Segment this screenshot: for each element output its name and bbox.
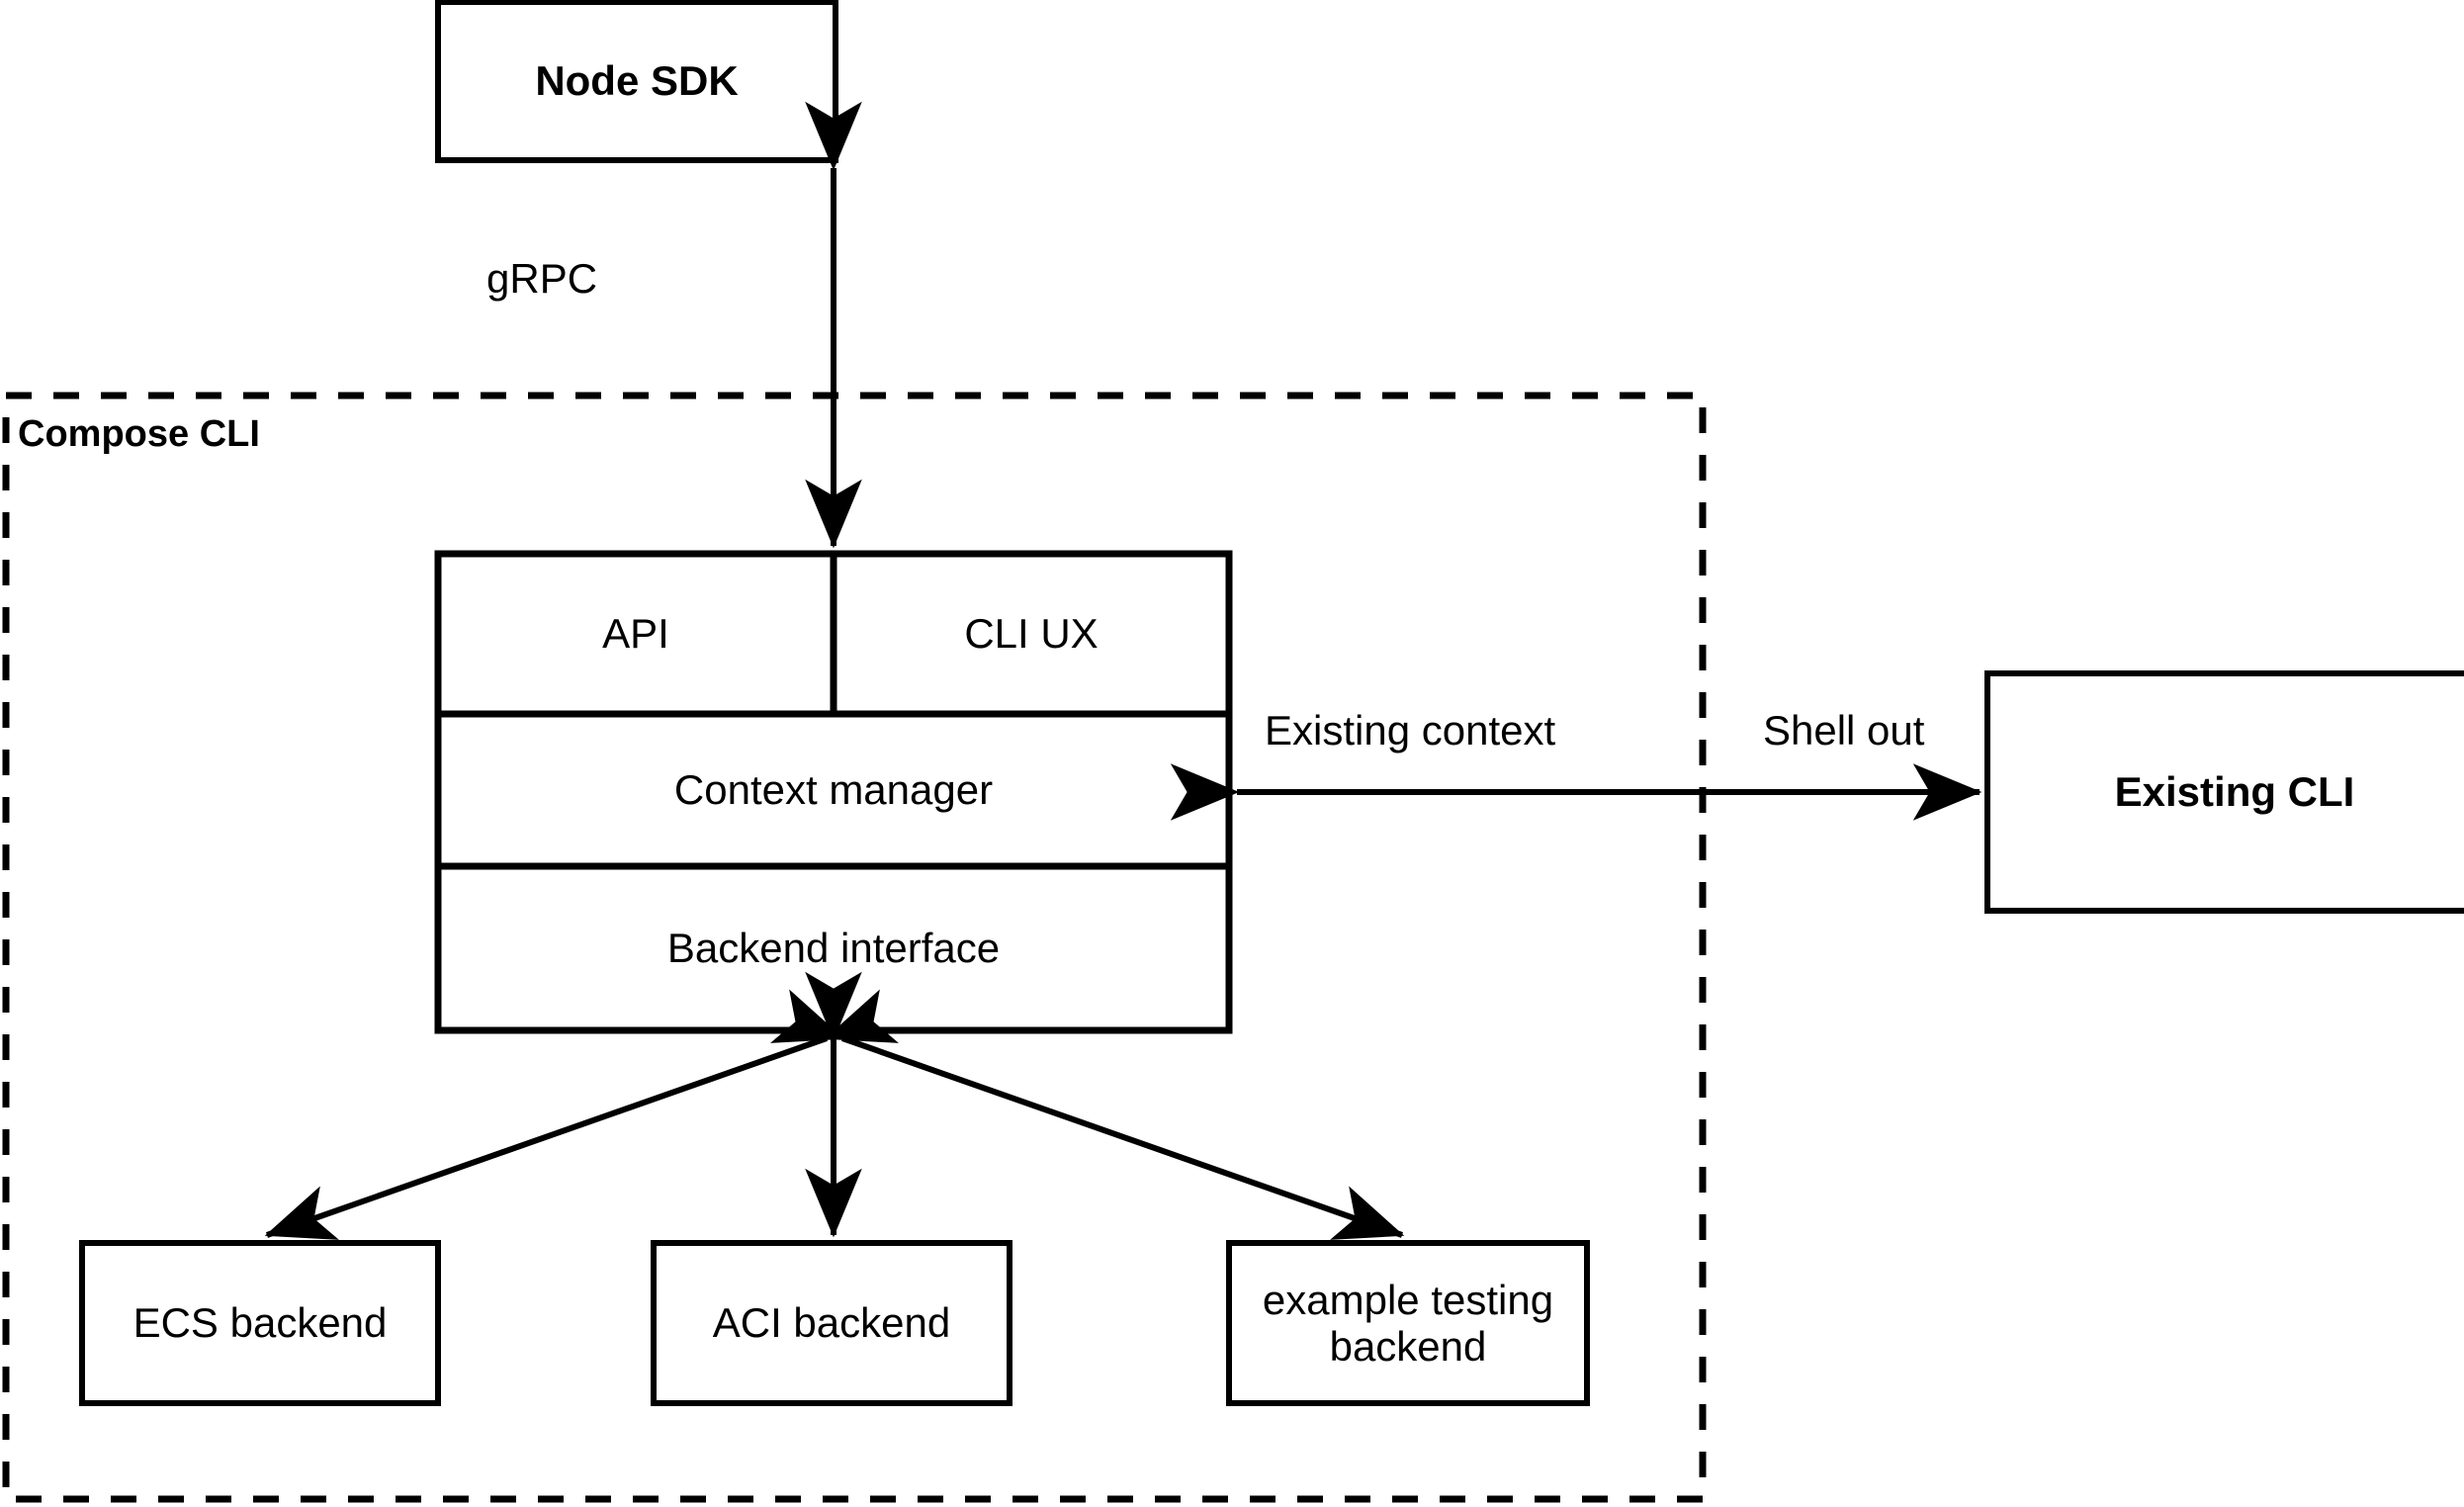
existing-cli-box <box>1984 670 2464 914</box>
node-sdk-box <box>435 0 838 163</box>
backend-to-ecs-arrow <box>264 989 899 1240</box>
aci-backend-box <box>651 1240 1012 1406</box>
backend-to-example-arrow <box>770 989 1405 1240</box>
ecs-backend-box <box>79 1240 441 1406</box>
example-testing-backend-box <box>1226 1240 1590 1406</box>
compose-cli-group-boundary <box>2 392 1707 1503</box>
